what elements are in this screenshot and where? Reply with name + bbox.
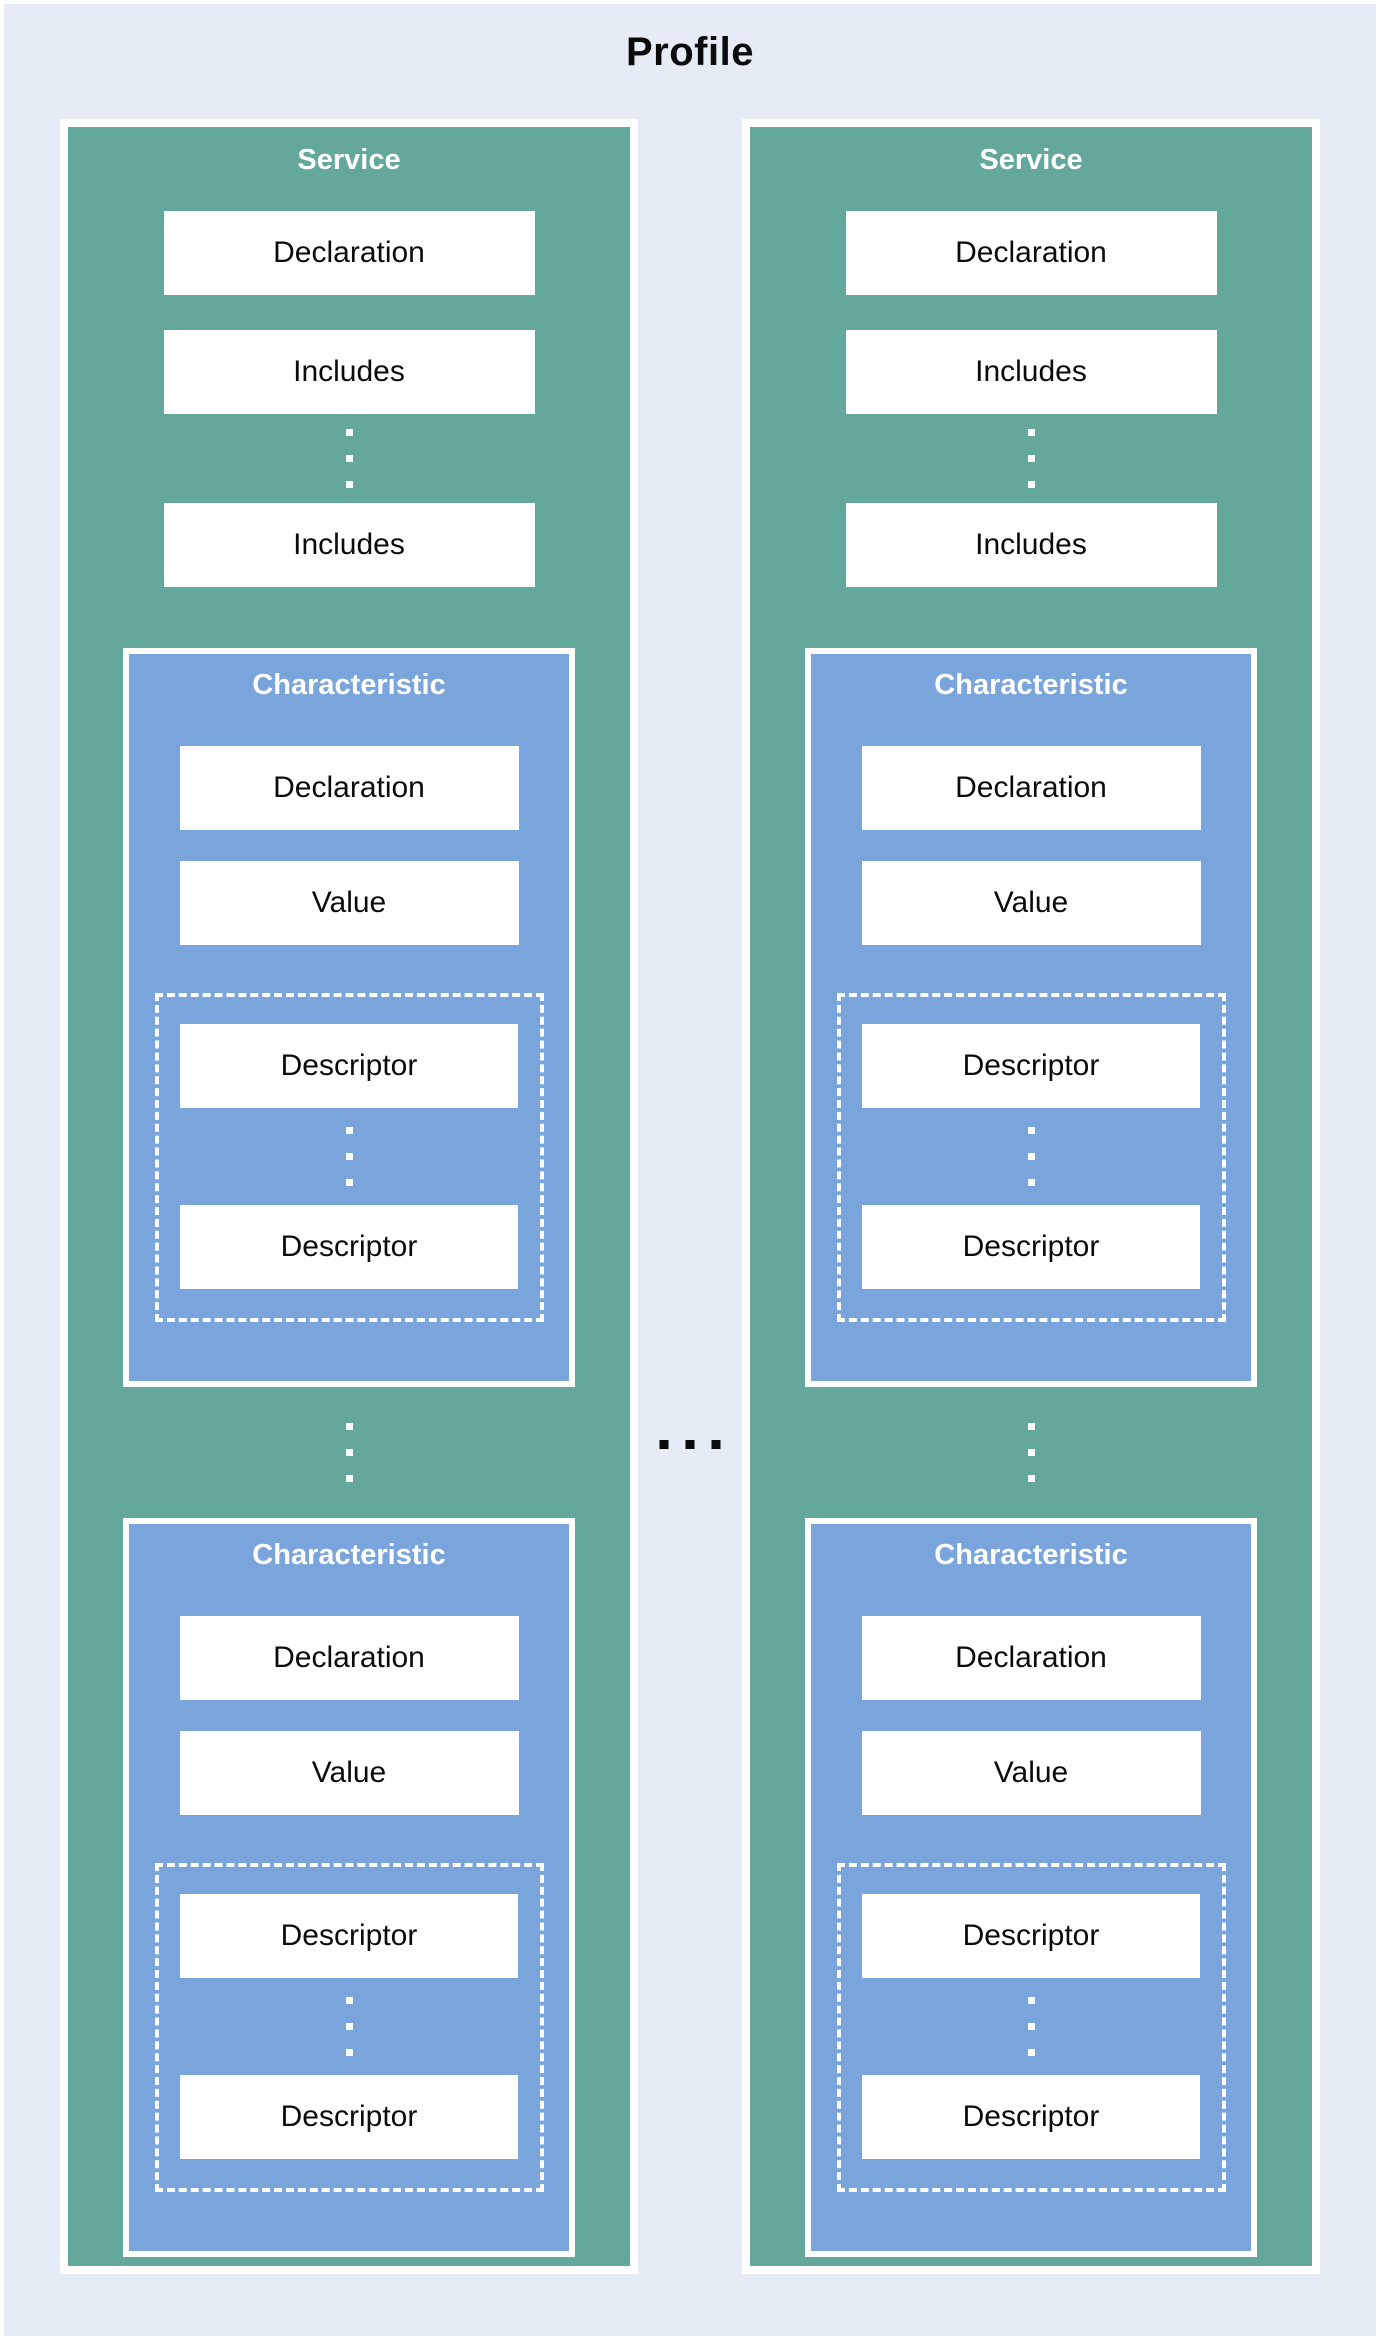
ellipsis-dot bbox=[1027, 1475, 1035, 1482]
ellipsis-dot bbox=[1027, 455, 1035, 462]
service-box: Service Declaration Includes Includes Ch… bbox=[742, 119, 1320, 2274]
characteristic-value-box: Value bbox=[861, 861, 1201, 945]
service-title: Service bbox=[297, 144, 401, 176]
ellipsis-dot bbox=[1027, 1997, 1035, 2004]
ellipsis-dot bbox=[345, 1127, 353, 1134]
characteristic-declaration-box: Declaration bbox=[861, 746, 1201, 830]
vertical-ellipsis-icon bbox=[345, 1387, 353, 1518]
characteristic-title: Characteristic bbox=[934, 1539, 1128, 1571]
ellipsis-dot bbox=[345, 455, 353, 462]
vertical-ellipsis-icon bbox=[1027, 1108, 1035, 1205]
characteristic-box: Characteristic Declaration Value Descrip… bbox=[123, 648, 575, 1387]
ellipsis-dot bbox=[1027, 1179, 1035, 1186]
descriptor-box: Descriptor bbox=[180, 1205, 518, 1289]
vertical-ellipsis-icon bbox=[345, 1978, 353, 2075]
service-box: Service Declaration Includes Includes Ch… bbox=[60, 119, 638, 2274]
service-declaration-box: Declaration bbox=[845, 211, 1217, 295]
ellipsis-dot bbox=[1027, 2049, 1035, 2056]
vertical-ellipsis-icon bbox=[1027, 1978, 1035, 2075]
vertical-ellipsis-icon bbox=[1027, 414, 1035, 503]
descriptor-group: Descriptor Descriptor bbox=[154, 993, 544, 1322]
ellipsis-dot bbox=[1027, 1423, 1035, 1430]
characteristic-box: Characteristic Declaration Value Descrip… bbox=[123, 1518, 575, 2257]
ellipsis-dot bbox=[1027, 2023, 1035, 2030]
services-row: Service Declaration Includes Includes Ch… bbox=[4, 119, 1376, 2274]
ellipsis-dot bbox=[659, 1440, 669, 1449]
ellipsis-dot bbox=[345, 1475, 353, 1482]
characteristic-value-box: Value bbox=[179, 861, 519, 945]
descriptor-box: Descriptor bbox=[862, 1894, 1200, 1978]
characteristic-title: Characteristic bbox=[934, 669, 1128, 701]
service-includes-box: Includes bbox=[163, 330, 535, 414]
vertical-ellipsis-icon bbox=[345, 1108, 353, 1205]
descriptor-box: Descriptor bbox=[180, 1024, 518, 1108]
characteristic-title: Characteristic bbox=[252, 669, 446, 701]
characteristic-value-box: Value bbox=[179, 1731, 519, 1815]
vertical-ellipsis-icon bbox=[345, 414, 353, 503]
service-title: Service bbox=[979, 144, 1083, 176]
characteristic-declaration-box: Declaration bbox=[179, 1616, 519, 1700]
ellipsis-dot bbox=[345, 2049, 353, 2056]
descriptor-group: Descriptor Descriptor bbox=[154, 1863, 544, 2192]
descriptor-box: Descriptor bbox=[180, 2075, 518, 2159]
service-includes-box: Includes bbox=[845, 330, 1217, 414]
ellipsis-dot bbox=[1027, 481, 1035, 488]
page-title: Profile bbox=[626, 30, 754, 74]
characteristic-box: Characteristic Declaration Value Descrip… bbox=[805, 648, 1257, 1387]
vertical-ellipsis-icon bbox=[1027, 1387, 1035, 1518]
ellipsis-dot bbox=[345, 2023, 353, 2030]
characteristic-title: Characteristic bbox=[252, 1539, 446, 1571]
descriptor-box: Descriptor bbox=[862, 1024, 1200, 1108]
ellipsis-dot bbox=[711, 1440, 721, 1449]
service-declaration-box: Declaration bbox=[163, 211, 535, 295]
descriptor-box: Descriptor bbox=[862, 1205, 1200, 1289]
descriptor-box: Descriptor bbox=[180, 1894, 518, 1978]
ellipsis-dot bbox=[1027, 1127, 1035, 1134]
ellipsis-dot bbox=[685, 1440, 695, 1449]
ellipsis-dot bbox=[345, 481, 353, 488]
characteristic-value-box: Value bbox=[861, 1731, 1201, 1815]
ellipsis-dot bbox=[345, 1997, 353, 2004]
ellipsis-dot bbox=[345, 1153, 353, 1160]
ellipsis-dot bbox=[345, 429, 353, 436]
ellipsis-dot bbox=[345, 1423, 353, 1430]
ellipsis-dot bbox=[345, 1179, 353, 1186]
ellipsis-dot bbox=[345, 1449, 353, 1456]
descriptor-box: Descriptor bbox=[862, 2075, 1200, 2159]
ellipsis-dot bbox=[1027, 1153, 1035, 1160]
service-includes-box: Includes bbox=[163, 503, 535, 587]
descriptor-group: Descriptor Descriptor bbox=[836, 1863, 1226, 2192]
characteristic-declaration-box: Declaration bbox=[179, 746, 519, 830]
characteristic-declaration-box: Declaration bbox=[861, 1616, 1201, 1700]
horizontal-ellipsis-icon bbox=[659, 1440, 721, 1449]
descriptor-group: Descriptor Descriptor bbox=[836, 993, 1226, 1322]
ellipsis-dot bbox=[1027, 1449, 1035, 1456]
ellipsis-dot bbox=[1027, 429, 1035, 436]
characteristic-box: Characteristic Declaration Value Descrip… bbox=[805, 1518, 1257, 2257]
service-includes-box: Includes bbox=[845, 503, 1217, 587]
